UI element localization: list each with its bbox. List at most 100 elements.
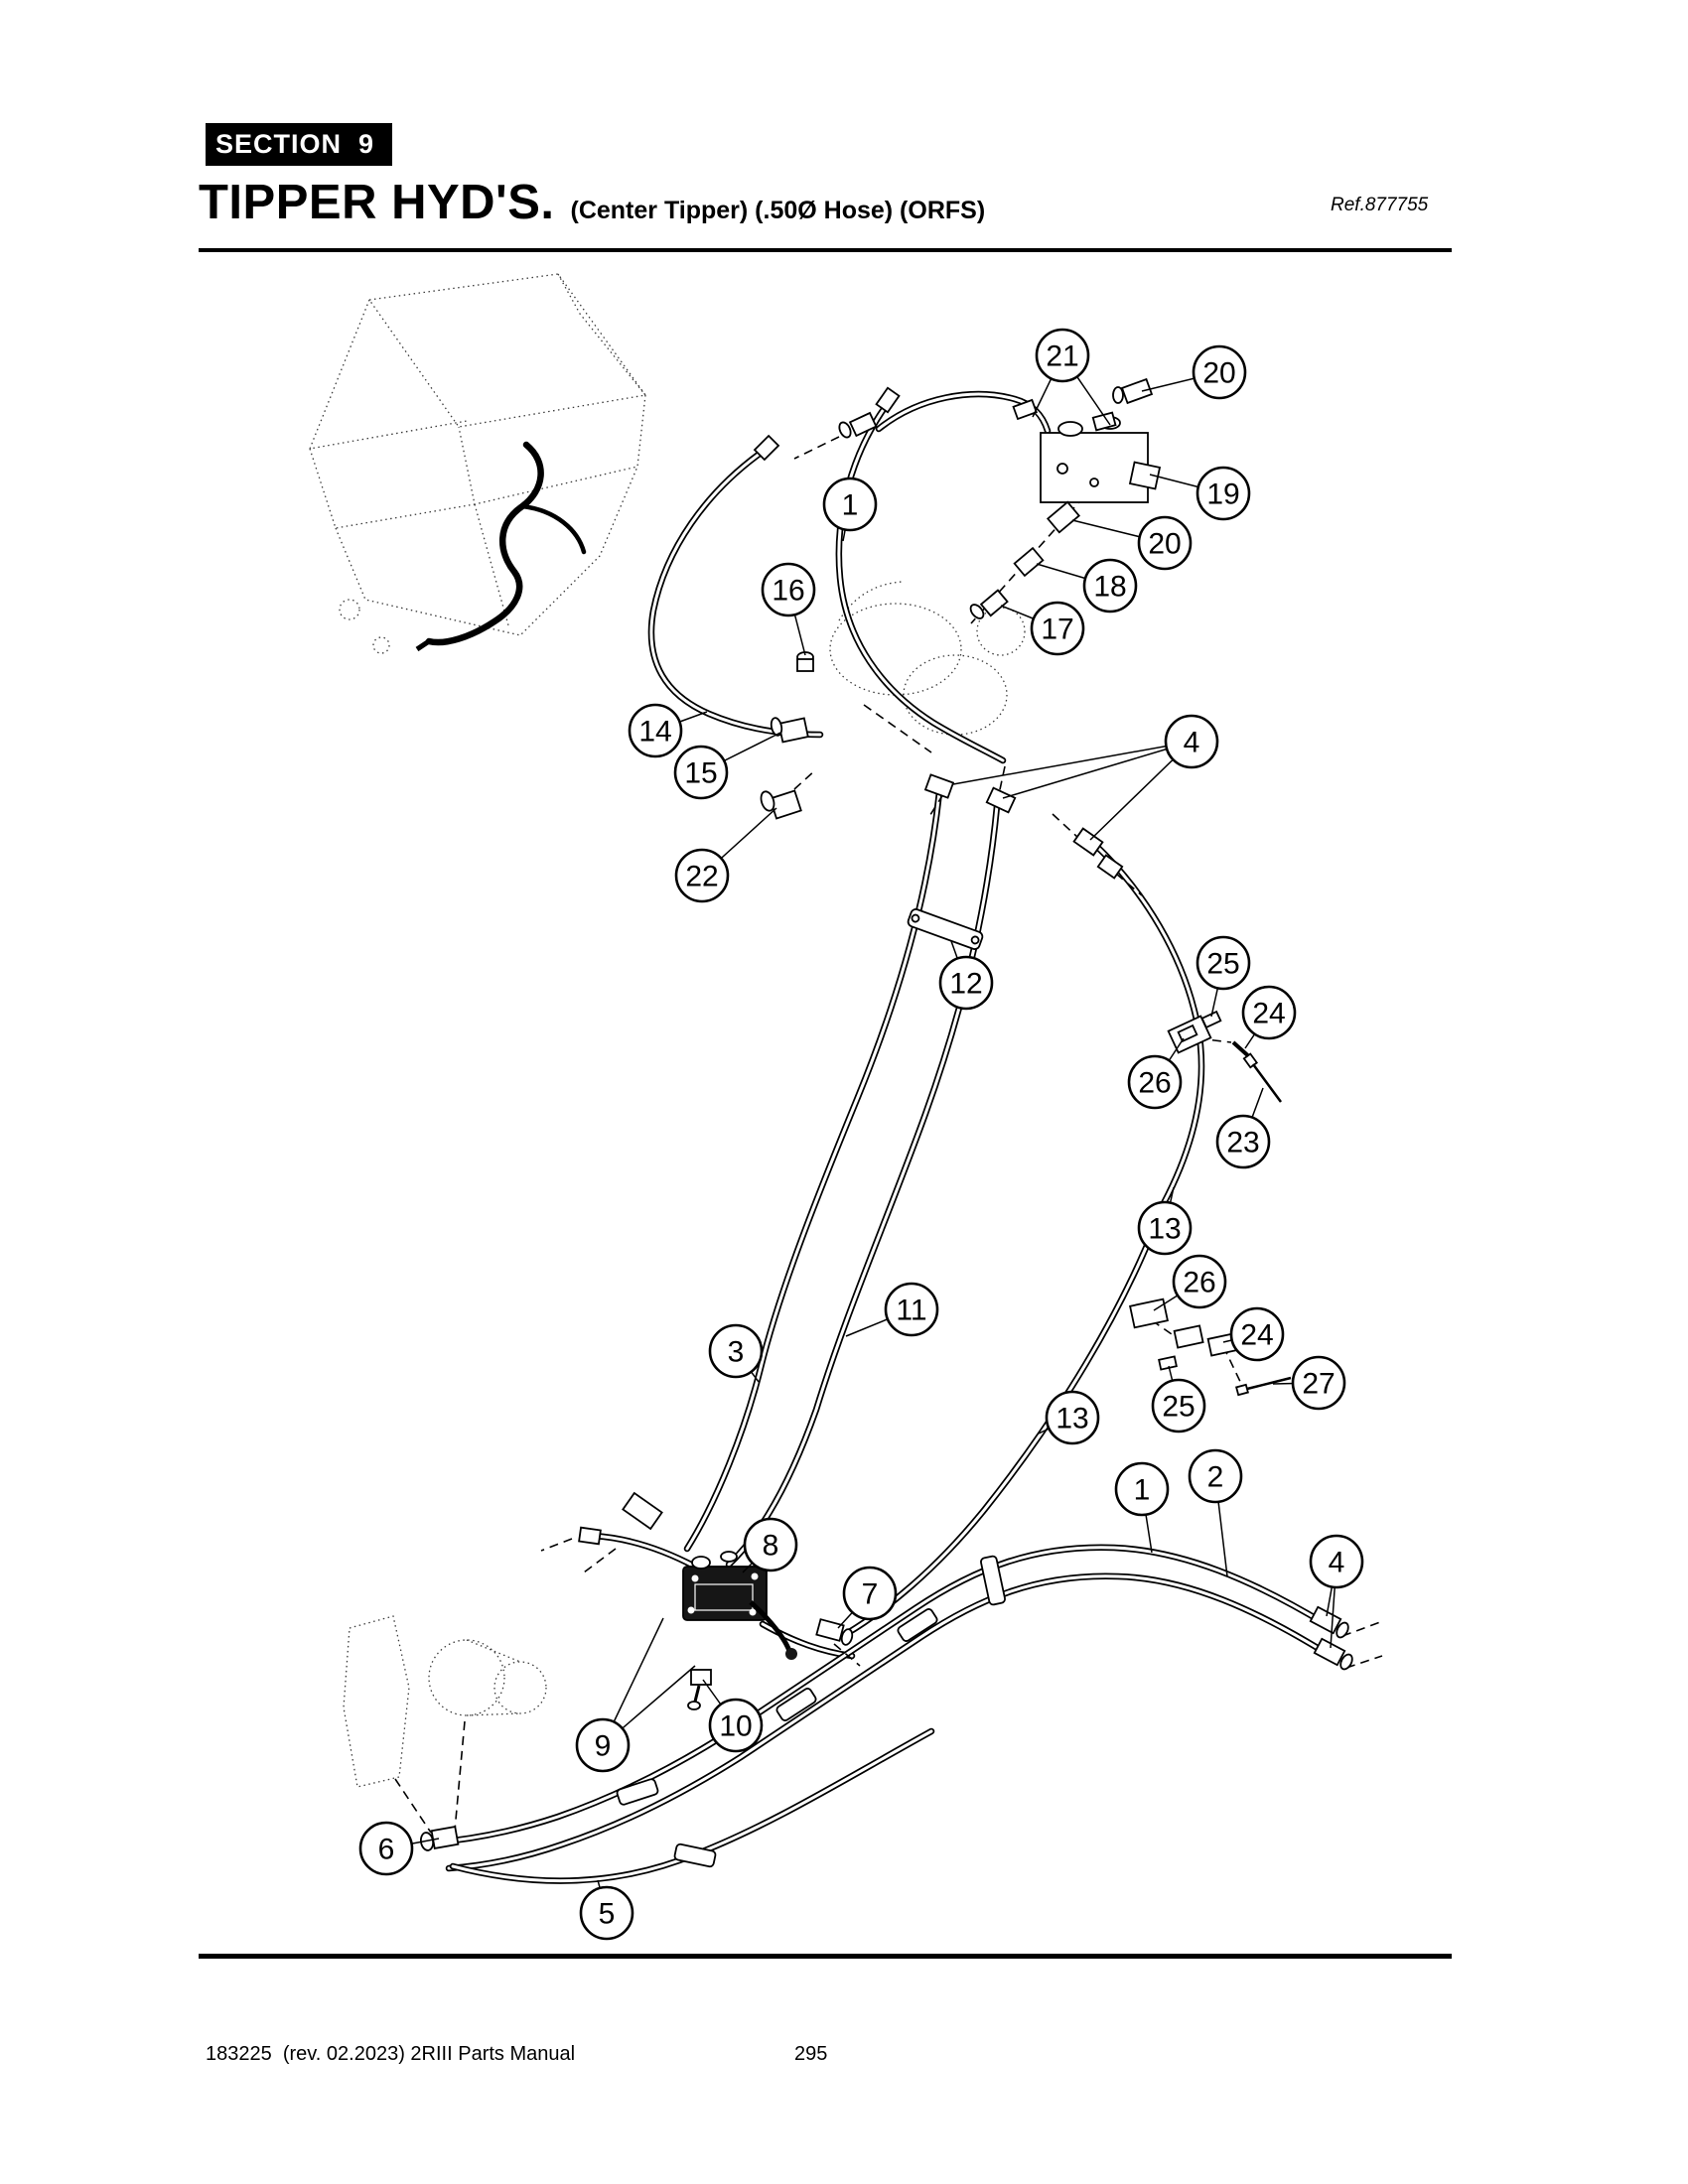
callout-14: 14 bbox=[628, 703, 708, 758]
callout-number: 13 bbox=[1148, 1213, 1181, 1246]
callout-balloon bbox=[1137, 515, 1193, 571]
callout-24: 24 bbox=[1222, 1306, 1285, 1362]
callout-number: 18 bbox=[1093, 571, 1126, 604]
callout-number: 4 bbox=[1184, 727, 1200, 759]
callout-balloon bbox=[708, 1698, 764, 1753]
callout-balloon bbox=[1035, 328, 1090, 383]
callout-number: 20 bbox=[1148, 528, 1181, 561]
callout-19: 19 bbox=[1149, 466, 1251, 521]
title-row: TIPPER HYD'S. (Center Tipper) (.50Ø Hose… bbox=[199, 175, 985, 230]
callout-number: 19 bbox=[1206, 478, 1239, 511]
callout-balloon bbox=[1196, 466, 1251, 521]
callout-9: 9 bbox=[575, 1617, 696, 1773]
callout-number: 12 bbox=[949, 968, 982, 1001]
footer-rule bbox=[199, 1954, 1452, 1959]
callout-5: 5 bbox=[579, 1879, 634, 1941]
ghost-parts-cluster bbox=[829, 581, 1026, 736]
callout-balloon bbox=[1291, 1355, 1346, 1411]
callout-number: 3 bbox=[728, 1336, 745, 1369]
callout-balloon bbox=[708, 1323, 764, 1379]
callout-16: 16 bbox=[761, 562, 816, 656]
callout-10: 10 bbox=[702, 1679, 764, 1753]
callout-number: 6 bbox=[378, 1834, 395, 1866]
callout-balloon bbox=[1196, 935, 1251, 991]
callout-6: 6 bbox=[358, 1821, 440, 1876]
callout-number: 16 bbox=[772, 575, 804, 608]
callout-number: 1 bbox=[842, 489, 859, 522]
callout-8: 8 bbox=[742, 1517, 798, 1573]
section-badge: SECTION 9 bbox=[206, 123, 393, 166]
callout-1: 1 bbox=[1114, 1461, 1170, 1554]
callout-number: 24 bbox=[1240, 1319, 1273, 1352]
callout-balloon bbox=[1309, 1534, 1364, 1589]
callout-21: 21 bbox=[1032, 328, 1111, 426]
callout-balloon bbox=[1188, 1448, 1243, 1504]
bracket-assembly-lower bbox=[1129, 1297, 1292, 1397]
callout-26: 26 bbox=[1153, 1254, 1227, 1311]
callout-number: 23 bbox=[1226, 1127, 1259, 1160]
tipper-body-sketch bbox=[308, 273, 647, 654]
callout-balloon bbox=[1082, 558, 1138, 614]
callout-number: 27 bbox=[1302, 1368, 1335, 1401]
callout-balloon bbox=[938, 955, 994, 1011]
callout-number: 9 bbox=[595, 1730, 612, 1763]
callout-balloon bbox=[673, 745, 729, 800]
callout-number: 5 bbox=[599, 1898, 616, 1931]
footer-doc-info: 183225 (rev. 02.2023) 2RIII Parts Manual bbox=[206, 2043, 576, 2065]
callout-number: 26 bbox=[1138, 1067, 1171, 1100]
callout-number: 21 bbox=[1046, 341, 1078, 373]
callout-12: 12 bbox=[938, 940, 994, 1011]
callout-balloon bbox=[822, 477, 878, 532]
callout-number: 11 bbox=[896, 1295, 926, 1327]
bracket-assembly-upper bbox=[1167, 1010, 1283, 1103]
hose-clamp-12 bbox=[907, 908, 984, 950]
callout-2: 2 bbox=[1188, 1448, 1243, 1577]
callout-17: 17 bbox=[1000, 601, 1085, 656]
callout-18: 18 bbox=[1036, 558, 1138, 614]
callout-balloon bbox=[575, 1717, 631, 1773]
callout-25: 25 bbox=[1151, 1365, 1206, 1433]
callout-balloon bbox=[1172, 1254, 1227, 1309]
footer-page-number: 295 bbox=[794, 2043, 828, 2065]
callout-1: 1 bbox=[822, 477, 878, 542]
callout-22: 22 bbox=[674, 807, 777, 903]
callout-balloon bbox=[1241, 985, 1297, 1040]
callout-balloon bbox=[628, 703, 683, 758]
callout-number: 15 bbox=[684, 757, 717, 790]
page-title: TIPPER HYD'S. bbox=[199, 176, 555, 229]
callout-balloon bbox=[761, 562, 816, 617]
callout-balloon bbox=[1045, 1390, 1100, 1445]
callout-20: 20 bbox=[1071, 515, 1193, 571]
callout-number: 25 bbox=[1162, 1391, 1195, 1424]
callout-27: 27 bbox=[1272, 1355, 1346, 1411]
callout-number: 24 bbox=[1252, 998, 1285, 1030]
callout-number: 2 bbox=[1207, 1461, 1224, 1494]
header-rule bbox=[199, 248, 1452, 252]
callout-11: 11 bbox=[845, 1282, 939, 1337]
callouts: 2120192018171161415422122524262313262411… bbox=[358, 328, 1364, 1941]
front-frame-sketch bbox=[343, 1615, 547, 1788]
callout-balloon bbox=[1127, 1054, 1183, 1110]
callout-balloon bbox=[1192, 344, 1247, 400]
callout-23: 23 bbox=[1215, 1087, 1271, 1169]
ref-number: Ref.877755 bbox=[1331, 195, 1429, 215]
callout-number: 25 bbox=[1206, 948, 1239, 981]
callout-15: 15 bbox=[673, 732, 781, 800]
callout-balloon bbox=[1030, 601, 1085, 656]
callout-balloon bbox=[358, 1821, 414, 1876]
callout-number: 13 bbox=[1055, 1403, 1088, 1435]
lower-hose-hardware bbox=[419, 1555, 1353, 1868]
callout-13: 13 bbox=[1038, 1390, 1100, 1445]
callout-balloon bbox=[743, 1517, 798, 1572]
control-valve-assembly bbox=[578, 1491, 854, 1710]
fittings bbox=[753, 377, 1154, 880]
callout-number: 22 bbox=[685, 861, 718, 893]
page-subtitle: (Center Tipper) (.50Ø Hose) (ORFS) bbox=[570, 197, 986, 224]
callout-balloon bbox=[842, 1566, 898, 1621]
callout-balloon bbox=[1151, 1378, 1206, 1433]
callout-13: 13 bbox=[1137, 1186, 1193, 1256]
callout-number: 17 bbox=[1041, 614, 1073, 646]
callout-number: 20 bbox=[1202, 357, 1235, 390]
callout-balloon bbox=[1164, 714, 1219, 769]
